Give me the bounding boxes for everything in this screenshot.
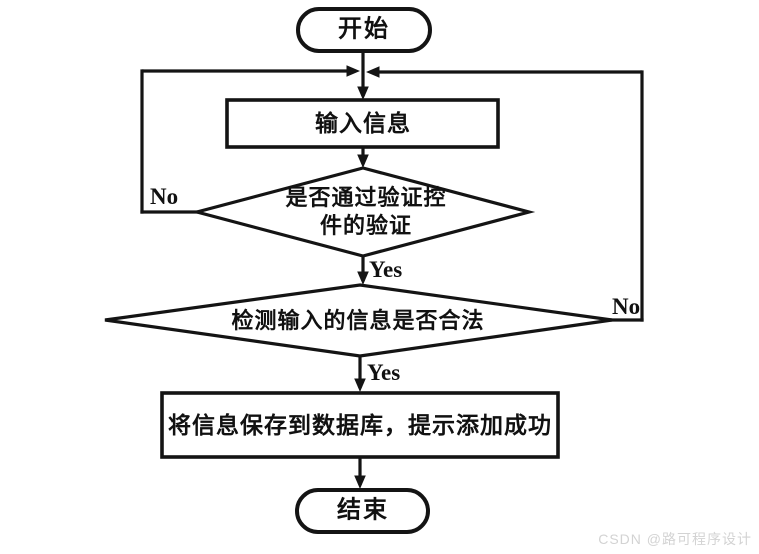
check-label: 检测输入的信息是否合法 [231,307,485,333]
yes-label-after-validate: Yes [369,257,403,282]
arrowhead-into-end [354,475,366,489]
arrowhead-into-check [357,271,369,285]
start-terminator-shape [296,7,432,53]
validate-label-line1: 是否通过验证控 [285,185,447,210]
no-label-right: No [612,294,641,319]
save-label: 将信息保存到数据库，提示添加成功 [168,412,552,439]
csdn-watermark: CSDN @路可程序设计 [598,531,752,547]
arrowhead-into-input [357,86,369,100]
yes-label-after-check: Yes [367,360,401,385]
end-label: 结束 [337,496,389,524]
input-process-shape [225,98,500,149]
no-label-left: No [150,184,179,209]
validate-decision-shape [190,166,536,258]
arrowhead-loopback-left [346,65,360,77]
check-decision-shape [104,283,613,358]
end-terminator-shape [295,488,430,534]
arrowhead-into-validate [357,154,369,168]
arrowhead-loopback-right [366,66,380,78]
save-process-shape [160,391,560,459]
arrowhead-into-save [354,378,366,392]
validate-label: 是否通过验证控 件的验证 [285,184,446,240]
input-label: 输入信息 [315,110,411,137]
validate-label-line2: 件的验证 [319,213,413,238]
start-label: 开始 [338,15,390,43]
